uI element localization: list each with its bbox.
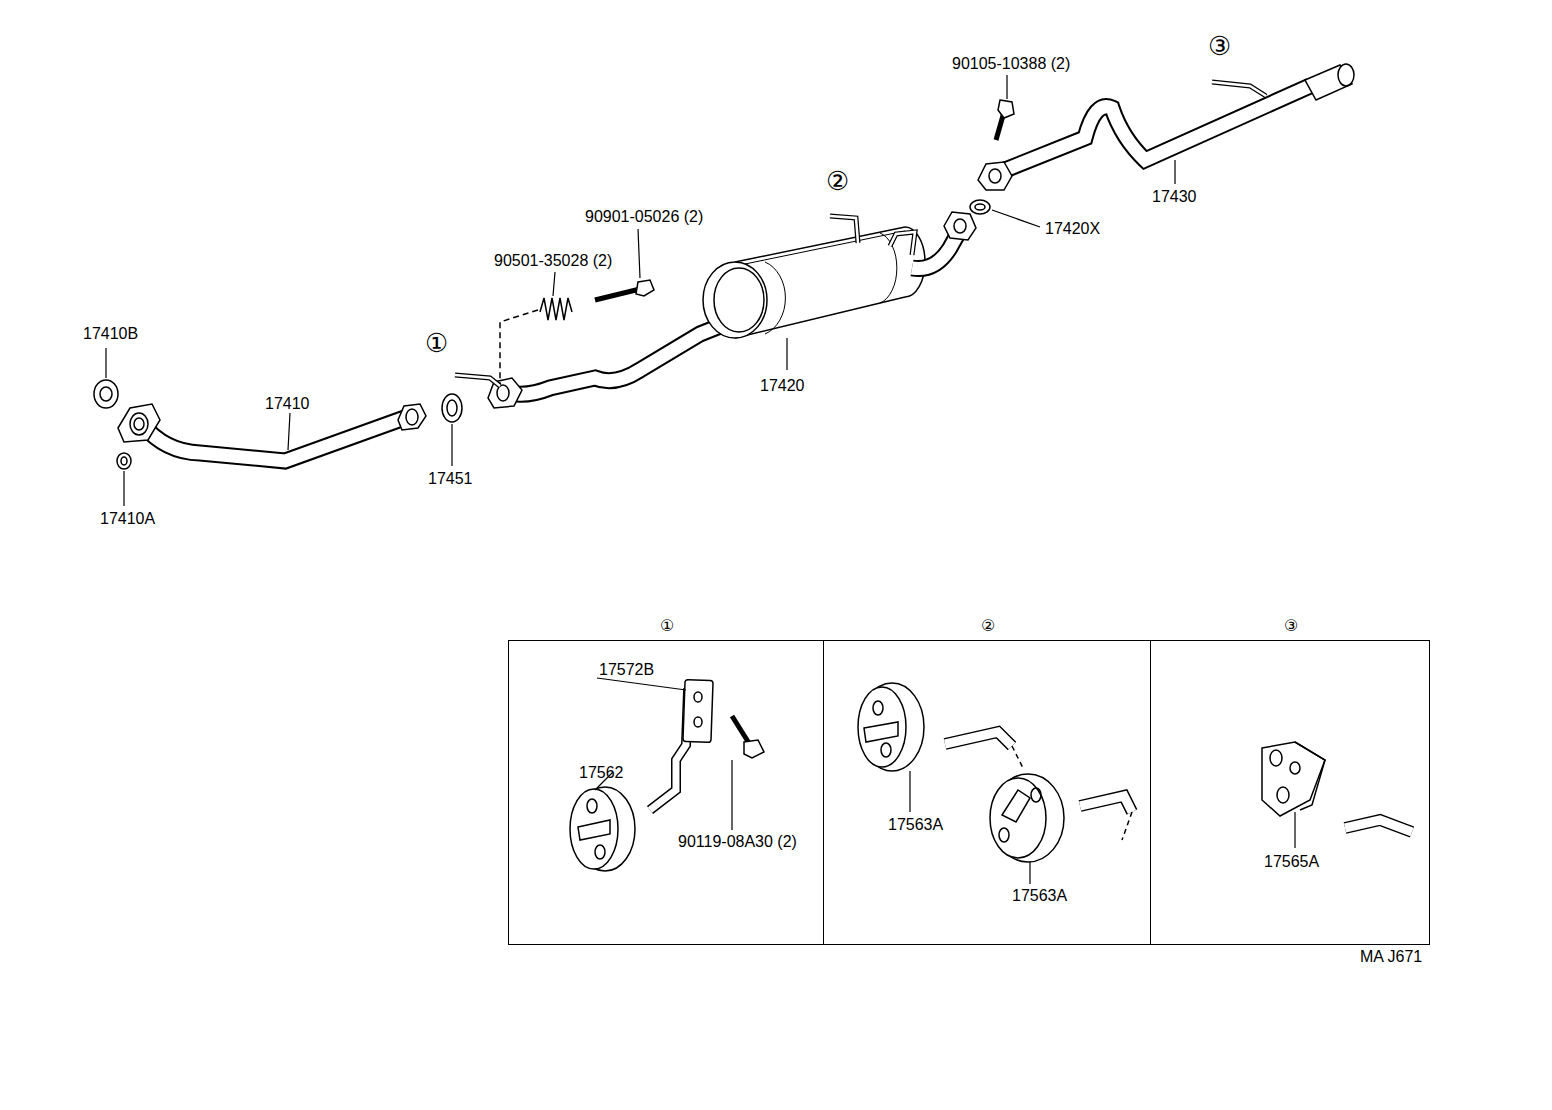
part-number: 17420X: [1045, 220, 1100, 238]
part-number: 90501-35028 (2): [494, 252, 612, 270]
part-number: 90901-05026 (2): [585, 208, 703, 226]
panel-heading: ①: [660, 617, 674, 635]
part-number: 17410A: [100, 510, 155, 528]
part-number: 17410B: [83, 325, 138, 343]
part-number: MA J671: [1360, 948, 1422, 966]
part-number: 17572B: [599, 661, 654, 679]
callout-number: ②: [826, 168, 849, 194]
detail-panel: ①17572B1756290119-08A30 (2): [508, 640, 824, 945]
panel-heading: ③: [1284, 617, 1298, 635]
part-number: 17565A: [1264, 853, 1319, 871]
part-number: 17562: [579, 764, 624, 782]
part-number: 17410: [265, 395, 310, 413]
part-number: 17430: [1152, 188, 1197, 206]
callout-number: ①: [425, 330, 448, 356]
part-number: 17451: [428, 470, 473, 488]
part-number: 90119-08A30 (2): [678, 833, 797, 851]
part-number: 90105-10388 (2): [952, 55, 1070, 73]
part-number: 17563A: [888, 816, 943, 834]
part-number: 17420: [760, 377, 805, 395]
callout-number: ③: [1208, 33, 1231, 59]
panel-heading: ②: [981, 617, 995, 635]
detail-panel: ②17563A17563A: [823, 640, 1151, 945]
part-number: 17563A: [1012, 887, 1067, 905]
detail-panel: ③17565A: [1150, 640, 1430, 945]
